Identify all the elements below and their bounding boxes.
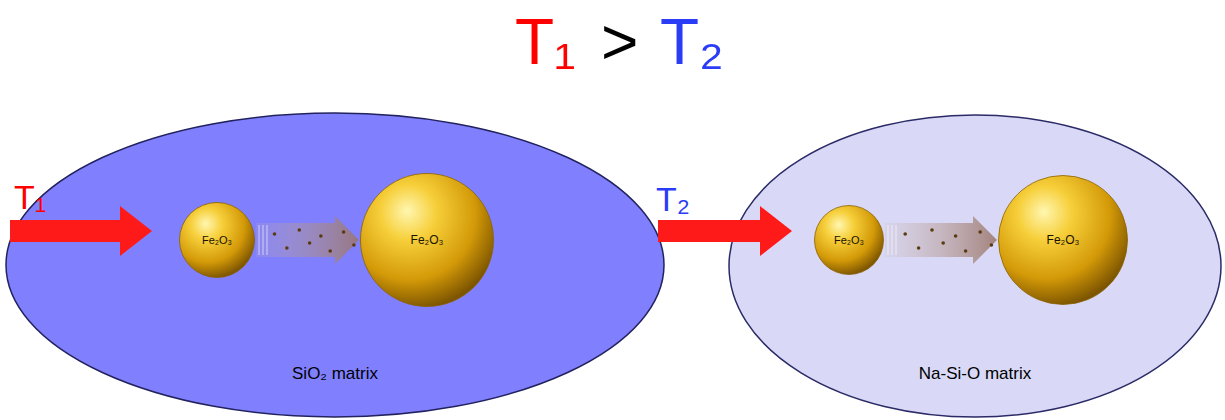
label-holder: Na-Si-O matrix: [728, 364, 1222, 384]
sphere-shape: [361, 174, 494, 307]
particle-sphere: Fe₂O₃: [998, 175, 1128, 305]
particle-sphere: Fe₂O₃: [179, 202, 255, 278]
particle-label: Fe₂O₃: [411, 233, 444, 247]
ellipse-shape: [6, 113, 664, 417]
ion-dot: [903, 232, 907, 236]
ion-dot: [954, 234, 958, 238]
particle-label: Fe₂O₃: [834, 234, 864, 246]
ion-dot: [285, 246, 289, 250]
temperature-label: T₁: [14, 178, 46, 216]
band-stripe: [263, 225, 264, 255]
temperature-title: >: [601, 6, 638, 78]
diffusion-band: [885, 216, 997, 264]
band-stripe: [267, 225, 268, 255]
ion-dot: [964, 249, 968, 253]
band-stripe: [892, 225, 893, 255]
ion-dot: [273, 232, 277, 236]
matrix-ellipse: SiO₂ matrix Fe₂O₃ Fe₂O₃: [5, 112, 665, 418]
particle-sphere: Fe₂O₃: [360, 173, 494, 307]
ion-dot: [319, 234, 323, 238]
temperature-title: T₁: [515, 6, 576, 78]
ion-dot: [941, 241, 945, 245]
temperature-title: T₂: [660, 6, 724, 78]
ion-dot: [978, 230, 982, 234]
particle-label: Fe₂O₃: [202, 234, 232, 246]
band-stripe: [259, 225, 260, 255]
diffusion-arrow: [885, 216, 997, 264]
label-holder: T₂: [660, 10, 724, 74]
sphere-shape: [999, 176, 1128, 305]
matrix-label: SiO₂ matrix: [292, 364, 378, 383]
band-stripe: [888, 225, 889, 255]
ion-dot: [308, 241, 312, 245]
particle-sphere: Fe₂O₃: [814, 205, 884, 275]
ion-dot: [990, 243, 994, 247]
label-holder: T₂: [656, 182, 690, 216]
label-holder: T₁: [14, 180, 46, 214]
diffusion-band: [256, 216, 359, 264]
matrix-ellipse: Na-Si-O matrix Fe₂O₃ Fe₂O₃: [728, 114, 1222, 418]
label-holder: SiO₂ matrix: [5, 364, 665, 384]
ion-dot: [298, 228, 302, 232]
ellipse-shape: [729, 115, 1221, 417]
band-stripe: [896, 225, 897, 255]
ion-dot: [930, 228, 934, 232]
ion-dot: [342, 230, 346, 234]
sphere-shape: [180, 203, 255, 278]
label-holder: >: [601, 10, 638, 74]
ion-dot: [352, 243, 356, 247]
ion-dot: [328, 249, 332, 253]
sphere-shape: [815, 206, 884, 275]
matrix-label: Na-Si-O matrix: [919, 364, 1031, 383]
particle-label: Fe₂O₃: [1047, 233, 1080, 247]
label-holder: T₁: [515, 10, 576, 74]
diffusion-arrow: [256, 216, 359, 264]
temperature-label: T₂: [656, 180, 690, 218]
ion-dot: [917, 246, 921, 250]
